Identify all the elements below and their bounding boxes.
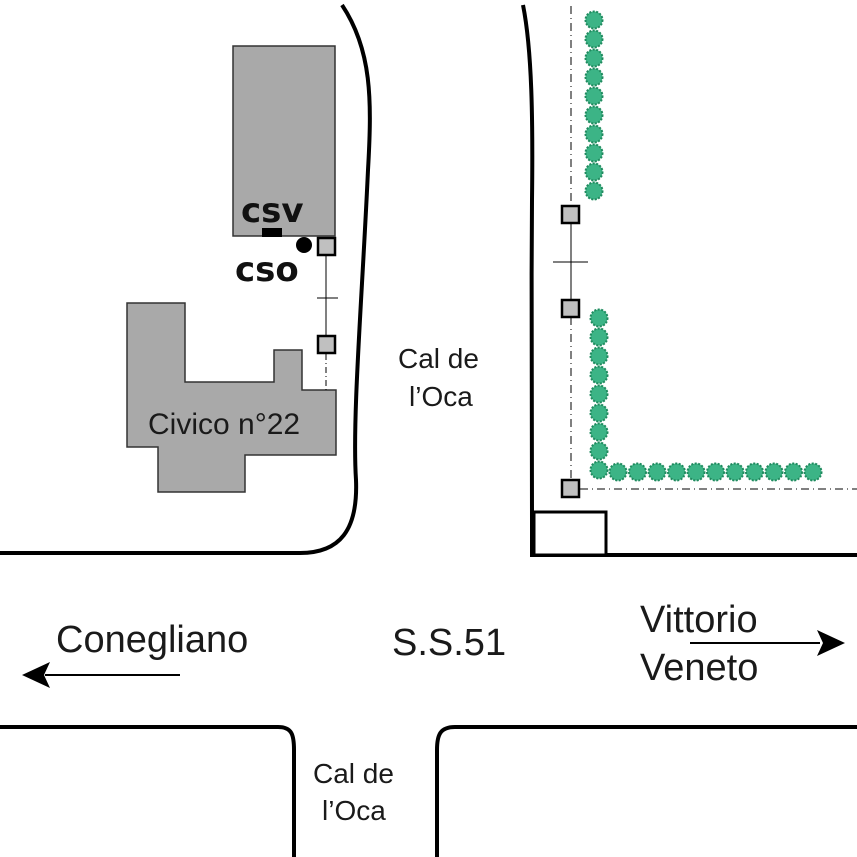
road-edge-northwest [0,3,372,555]
csv-label: csv [241,191,304,231]
hedge-shrub-icon-20 [628,462,647,482]
conegliano-label: Conegliano [56,619,248,661]
hedge-shrub-icon-23 [686,462,706,482]
building-civico-22 [126,302,337,493]
arrow-east-icon [690,630,845,656]
building-north [232,45,336,237]
hedge-shrub-icon-3 [584,67,604,87]
hedge-shrub-icon-22 [667,462,686,482]
hedge-shrub-icon-2 [584,48,604,68]
hedge-shrub-icon-29 [803,462,823,482]
arrow-west-icon [22,662,180,688]
hedge-shrub-icon-1 [584,29,604,49]
road-label: S.S.51 [392,622,506,664]
hedge-shrub-icon-12 [589,346,609,366]
vittorio-label-line1: Vittorio [640,599,758,641]
street-north-label-line2: l’Oca [409,381,473,412]
hedge-shrub-icon-5 [584,105,604,125]
post-icon-east-3 [560,478,581,499]
hedge-shrub-icon-10 [589,308,609,328]
hedge-shrub-icon-26 [745,462,764,482]
hedge-shrub-icon-28 [784,462,803,482]
hedge-shrub-icon-18 [589,460,609,480]
hedge-shrub-icon-8 [584,162,604,182]
road-edge-northeast [521,4,857,557]
street-south-label-line1: Cal de [313,758,394,789]
hedge-shrub-icon-7 [584,143,604,163]
hedge-shrub-icon-0 [584,10,604,30]
civico-label: Civico n°22 [148,408,300,441]
street-south-label-line2: l’Oca [322,795,386,826]
hedge-shrub-icon-17 [589,441,609,461]
hedge-shrub-icon-25 [725,462,745,482]
hedge-shrub-icon-24 [706,462,725,482]
road-edge-southwest [0,725,296,857]
post-icon-east-1 [560,204,581,225]
hedge-shrub-icon-27 [764,462,784,482]
hedge-shrub-icon-6 [584,124,604,144]
hedge-shrub-icon-11 [589,327,609,347]
post-icon-west-1 [316,236,337,257]
hedge-shrub-icon-13 [589,365,609,385]
vittorio-label-line2: Veneto [640,647,758,689]
hedge-shrub-icon-4 [584,86,604,106]
hedge-group [584,10,823,482]
hedge-shrub-icon-14 [589,384,609,404]
cso-label: cso [235,250,299,290]
post-icon-east-2 [560,298,581,319]
csv-marker-icon [262,228,282,237]
cso-circle-icon [296,237,312,253]
hedge-shrub-icon-16 [589,422,609,442]
street-north-label-line1: Cal de [398,343,479,374]
corner-cabinet [532,510,608,557]
hedge-shrub-icon-9 [584,181,604,201]
hedge-shrub-icon-19 [608,462,628,482]
hedge-shrub-icon-15 [589,403,609,423]
hedge-shrub-icon-21 [647,462,667,482]
post-icon-west-2 [316,334,337,355]
road-edge-southeast [435,725,857,857]
